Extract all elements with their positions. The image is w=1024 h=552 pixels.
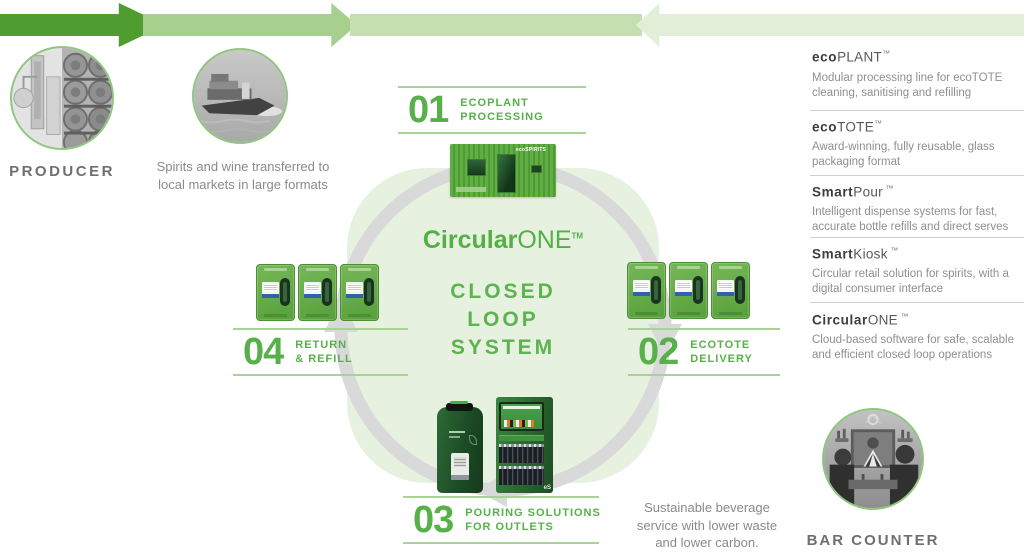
smartpour-illustration — [437, 401, 483, 493]
producer-label: PRODUCER — [9, 163, 115, 180]
ecotote-illustration — [256, 264, 295, 321]
trademark-symbol: TM — [571, 231, 584, 241]
sidebar-desc-smartpour: Intelligent dispense systems for fast, a… — [812, 206, 1009, 233]
kiosk-logo: eS — [543, 485, 551, 491]
ecotote-illustration — [627, 262, 666, 319]
producer-photo — [10, 46, 114, 150]
sidebar-desc-smartkiosk: Circular retail solution for spirits, wi… — [812, 268, 1009, 295]
step-label: ECOPLANT PROCESSING — [460, 96, 544, 123]
ecotote-illustration — [669, 262, 708, 319]
brand-bold: Circular — [422, 226, 518, 254]
ecotote-illustration — [298, 264, 337, 321]
sidebar-desc-circularone: Cloud-based software for safe, scalable … — [812, 334, 1014, 361]
ecospirits-logo: ecoSPIRITS — [516, 147, 547, 153]
ecotote-illustration — [711, 262, 750, 319]
ecotote-group-delivery — [627, 262, 750, 319]
flow-arrow-2-icon — [143, 3, 357, 47]
step-04-return-refill: 04 RETURN & REFILL — [233, 328, 408, 376]
closing-note: Sustainable beverage service with lower … — [636, 500, 778, 551]
step-03-pouring-solutions: 03 POURING SOLUTIONS FOR OUTLETS — [403, 496, 601, 544]
bar-scene-illustration — [824, 410, 922, 508]
closed-loop-system-title: CLOSED LOOP SYSTEM — [450, 280, 556, 359]
distillery-barrels-illustration — [12, 48, 112, 148]
step-number: 01 — [408, 89, 449, 131]
ecotote-illustration — [340, 264, 379, 321]
step-number: 02 — [638, 331, 679, 373]
sidebar-title-circularone: CircularONE ™ — [812, 312, 909, 328]
transfer-note: Spirits and wine transferred to local ma… — [156, 159, 330, 192]
sidebar-title-smartpour: SmartPour ™ — [812, 184, 894, 200]
sidebar-divider — [810, 302, 1024, 303]
sidebar-divider — [810, 175, 1024, 176]
ecotote-group-return — [256, 264, 379, 321]
sidebar-title-ecoplant: ecoPLANT™ — [812, 49, 891, 65]
flow-arrow-1-icon — [0, 3, 165, 47]
sidebar-title-smartkiosk: SmartKiosk ™ — [812, 246, 899, 262]
bar-counter-label: BAR COUNTER — [806, 532, 940, 549]
sidebar-divider — [810, 110, 1024, 111]
bar-counter-photo — [822, 408, 924, 510]
flow-arrow-return-icon — [636, 3, 1024, 47]
cargo-ship-illustration — [194, 50, 286, 142]
step-number: 04 — [243, 331, 284, 373]
sidebar-desc-ecotote: Award-winning, fully reusable, glass pac… — [812, 141, 995, 168]
flow-arrow-3-icon — [350, 14, 642, 36]
brand-rest: ONE — [517, 226, 572, 254]
step-label: RETURN & REFILL — [295, 338, 353, 365]
step-label: POURING SOLUTIONS FOR OUTLETS — [465, 506, 601, 533]
sidebar-title-ecotote: ecoTOTE™ — [812, 119, 883, 135]
sidebar-divider — [810, 237, 1024, 238]
sidebar-desc-ecoplant: Modular processing line for ecoTOTE clea… — [812, 72, 1003, 99]
step-number: 03 — [413, 499, 454, 541]
step-02-ecotote-delivery: 02 ECOTOTE DELIVERY — [628, 328, 780, 376]
step-01-ecoplant-processing: 01 ECOPLANT PROCESSING — [398, 86, 586, 134]
ship-photo — [192, 48, 288, 144]
smartkiosk-illustration: eS — [496, 397, 553, 493]
step-label: ECOTOTE DELIVERY — [690, 338, 753, 365]
ecoplant-container-illustration: ecoSPIRITS — [450, 144, 556, 197]
circular-one-title: CircularONETM — [347, 226, 659, 255]
